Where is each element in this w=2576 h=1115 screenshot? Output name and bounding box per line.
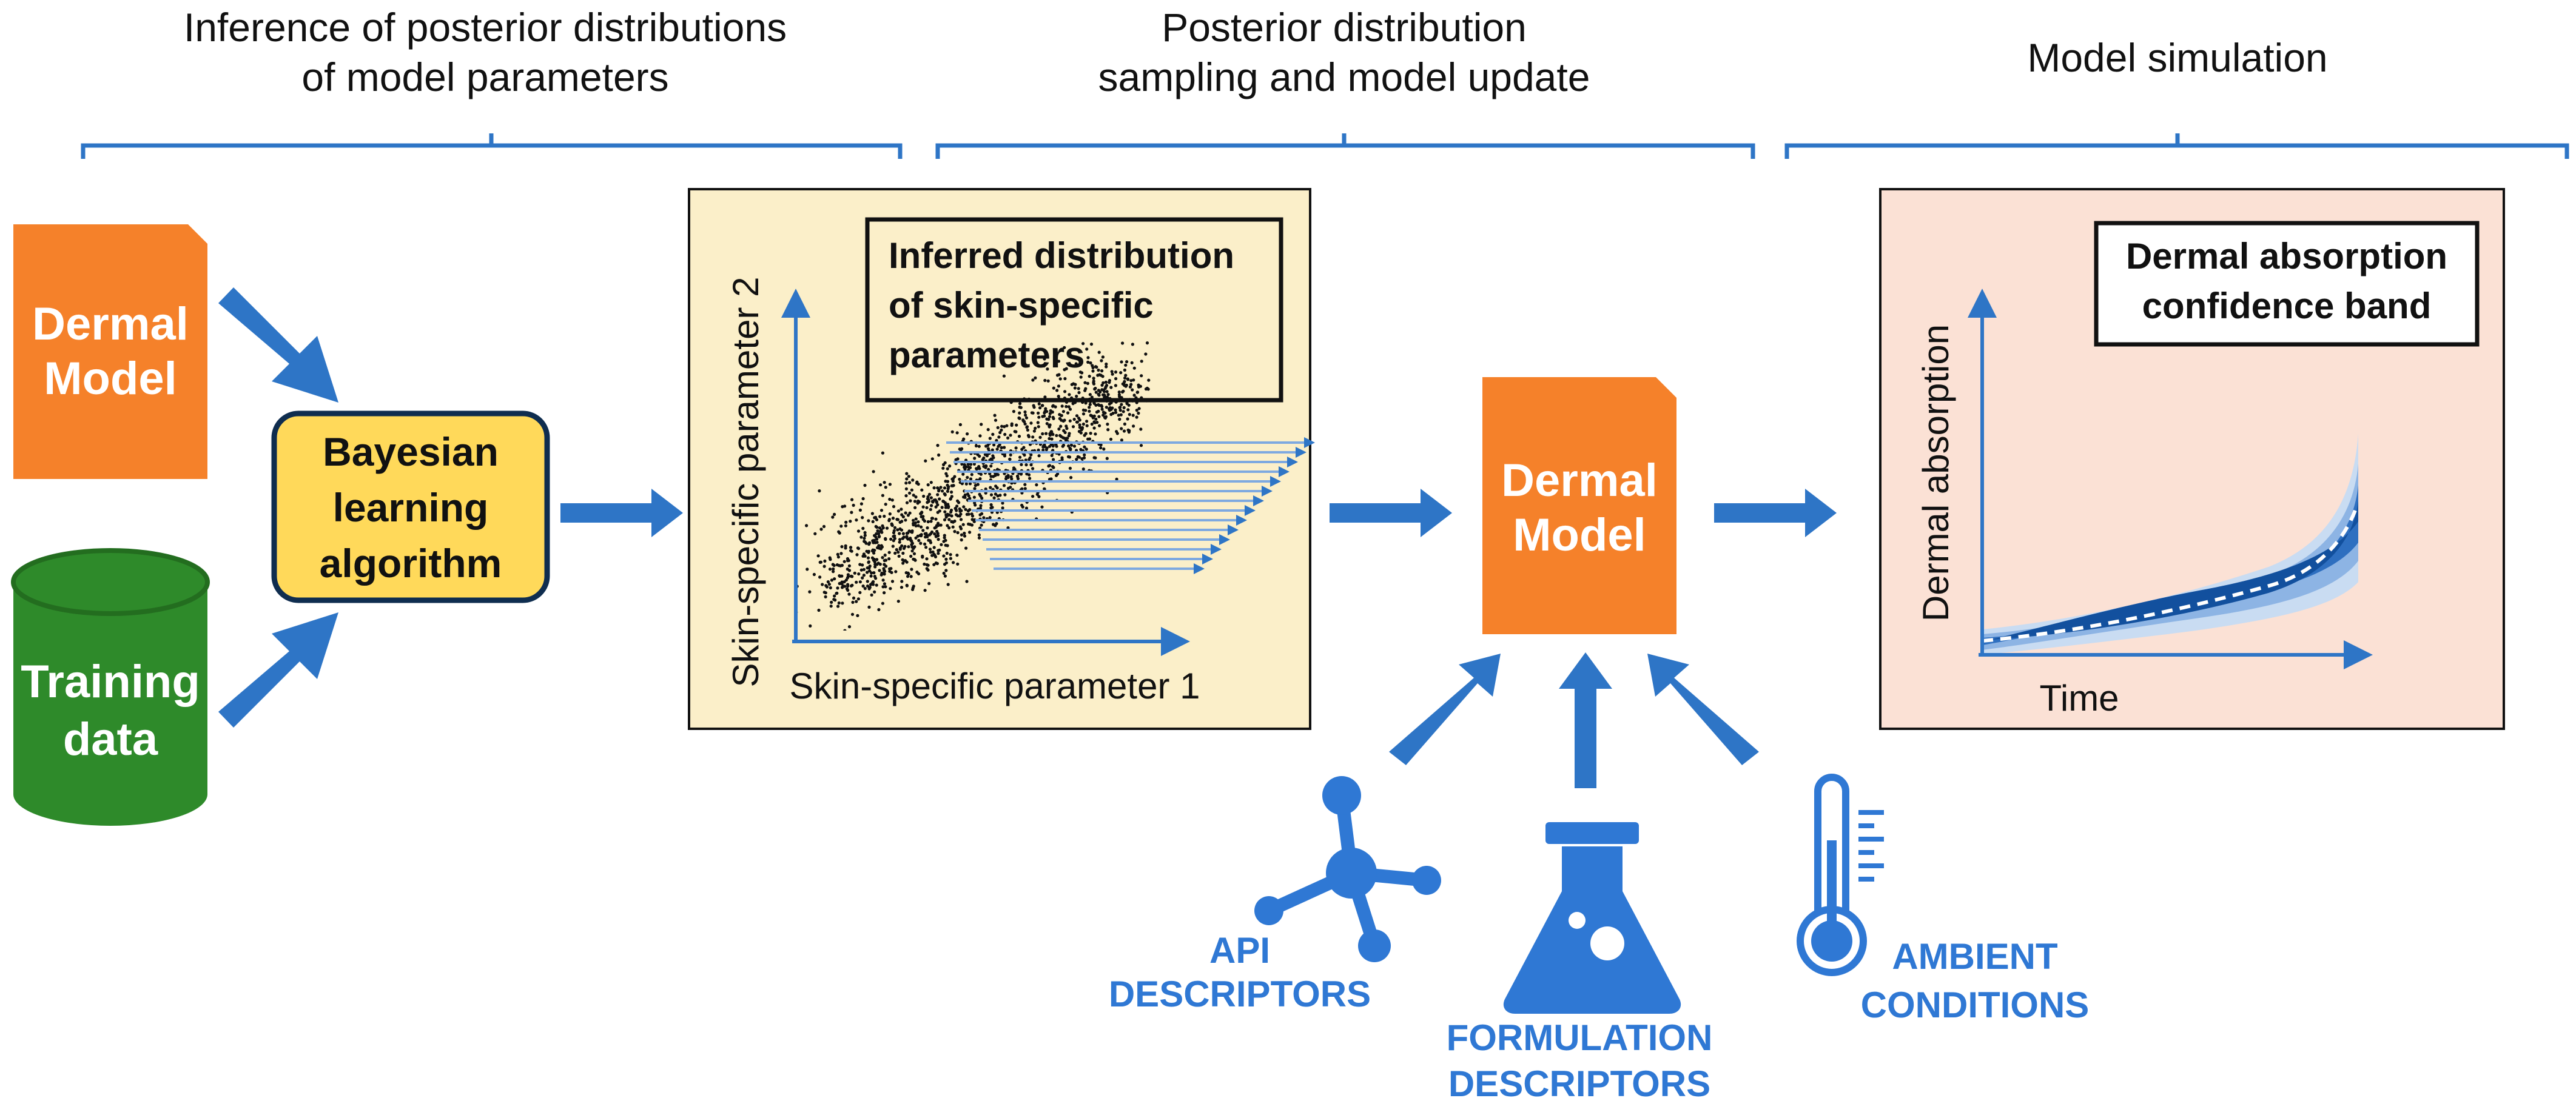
stage3-header: Model simulation: [2027, 35, 2327, 80]
sampling-arrow-head: [1296, 447, 1306, 458]
absorption-x-label: Time: [2039, 678, 2119, 718]
algorithm-line2: learning: [333, 485, 489, 530]
dermal-model-document-center: Dermal Model: [1482, 377, 1676, 634]
stage3-brace: [1784, 133, 2569, 159]
sampling-arrow-head: [1262, 486, 1273, 497]
scatter-cloud: [794, 341, 1151, 631]
stage1-header-line2: of model parameters: [301, 55, 668, 99]
arrow-api-to-model: [1389, 654, 1501, 765]
inferred-x-label: Skin-specific parameter 1: [790, 666, 1200, 706]
formulation-label-line1: FORMULATION: [1447, 1017, 1713, 1058]
inferred-y-label: Skin-specific parameter 2: [725, 277, 766, 688]
arrow-panel-to-model: [1330, 489, 1452, 537]
sampling-arrow-head: [1202, 554, 1213, 564]
algorithm-line3: algorithm: [320, 541, 502, 586]
stage2-header: Posterior distribution sampling and mode…: [1098, 5, 1590, 99]
arrow-algorithm-to-panel: [560, 489, 683, 537]
sampling-arrow-head: [1219, 534, 1230, 545]
stage3-header-line1: Model simulation: [2027, 35, 2327, 80]
stage1-brace: [81, 133, 903, 159]
dermal-model-left-line2: Model: [44, 353, 177, 404]
bayesian-algorithm-box: Bayesian learning algorithm: [271, 410, 550, 603]
sampling-arrow-head: [1211, 544, 1222, 555]
training-data-cylinder: Training data: [11, 548, 210, 826]
thermometer-icon: [1797, 774, 1884, 976]
api-molecule-icon: [1254, 776, 1441, 962]
sampling-arrow-head: [1253, 495, 1264, 506]
sampling-arrow-head: [1228, 524, 1239, 535]
sampling-arrow-head: [1270, 476, 1281, 487]
stage2-header-line2: sampling and model update: [1098, 55, 1590, 99]
dermal-model-left-line1: Dermal: [32, 298, 189, 350]
inferred-distribution-panel: Skin-specific parameter 1 Skin-specific …: [688, 188, 1315, 730]
formulation-label-line2: DESCRIPTORS: [1448, 1063, 1710, 1104]
stage1-header-line1: Inference of posterior distributions: [184, 5, 787, 50]
dermal-model-center-line1: Dermal: [1501, 455, 1658, 506]
arrow-model-to-panel: [1714, 489, 1837, 537]
median-dashed-line: [1982, 506, 2358, 643]
api-label-line1: API: [1209, 930, 1270, 971]
sampling-arrow-head: [1245, 505, 1256, 516]
dermal-model-center-line2: Model: [1513, 509, 1646, 561]
absorption-y-label: Dermal absorption: [1915, 324, 1956, 621]
arrow-data-to-algorithm: [218, 612, 338, 728]
arrow-model-to-algorithm: [218, 287, 338, 403]
stage2-header-line1: Posterior distribution: [1162, 5, 1527, 50]
flow-arrows: [218, 287, 1837, 788]
stage2-brace: [935, 133, 1755, 159]
sampling-arrows: [946, 437, 1315, 574]
arrow-formulation-to-model: [1559, 652, 1612, 788]
absorption-title-line2: confidence band: [2142, 286, 2432, 326]
band-core: [1982, 501, 2358, 641]
training-data-line1: Training: [21, 656, 200, 708]
api-label-line2: DESCRIPTORS: [1109, 974, 1371, 1014]
sampling-arrow-head: [1194, 563, 1205, 574]
band-mid: [1982, 464, 2358, 650]
absorption-title-line1: Dermal absorption: [2126, 236, 2447, 276]
inferred-title-line1: Inferred distribution: [889, 235, 1234, 276]
training-data-line2: data: [63, 714, 158, 765]
algorithm-line1: Bayesian: [323, 429, 499, 474]
sampling-arrow-head: [1236, 515, 1247, 526]
ambient-label-line1: AMBIENT: [1892, 936, 2057, 977]
arrow-ambient-to-model: [1647, 654, 1759, 765]
dermal-model-document-left: Dermal Model: [13, 224, 207, 479]
inferred-title-line3: parameters: [889, 335, 1085, 375]
inferred-title-line2: of skin-specific: [889, 285, 1154, 326]
sampling-arrow-head: [1279, 466, 1290, 477]
sampling-arrow-head: [1304, 437, 1315, 448]
sampling-arrow-head: [1287, 457, 1298, 467]
formulation-flask-icon: [1503, 822, 1681, 1014]
stage1-header: Inference of posterior distributions of …: [184, 5, 787, 99]
ambient-label-line2: CONDITIONS: [1861, 985, 2090, 1025]
dermal-absorption-panel: Time Dermal absorption Dermal absorption…: [1879, 188, 2505, 730]
